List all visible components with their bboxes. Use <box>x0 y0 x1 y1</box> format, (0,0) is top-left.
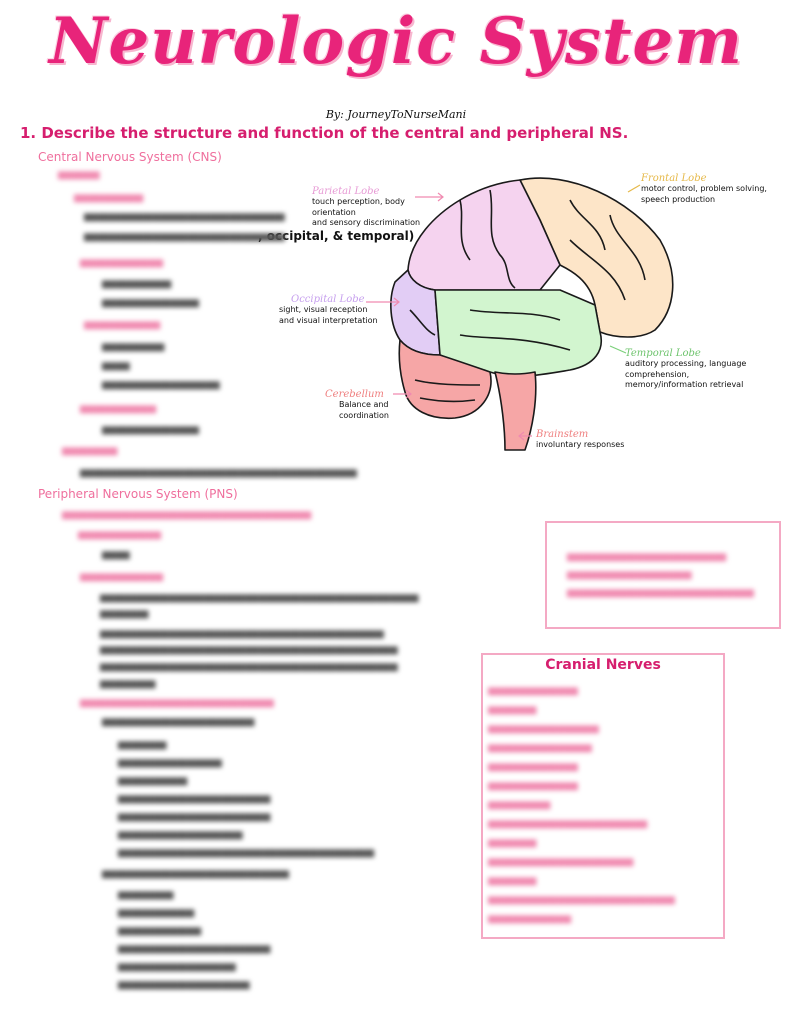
frontal-annotation: Frontal Lobe motor control, problem solv… <box>641 173 767 205</box>
visible-fragment: , occipital, & temporal) <box>258 229 415 243</box>
temporal-desc-1: auditory processing, language <box>625 359 747 368</box>
byline: By: JourneyToNurseMani <box>325 108 467 121</box>
temporal-annotation: Temporal Lobe auditory processing, langu… <box>625 348 746 391</box>
temporal-desc-3: memory/information retrieval <box>625 380 744 389</box>
cerebellum-label: Cerebellum <box>325 389 384 400</box>
frontal-desc-2: speech production <box>641 194 716 204</box>
parietal-desc-2: orientation <box>312 207 356 217</box>
frontal-label: Frontal Lobe <box>641 173 707 184</box>
occipital-label: Occipital Lobe <box>291 294 365 305</box>
pns-heading: Peripheral Nervous System (PNS) <box>38 487 238 501</box>
frontal-lobe-shape <box>519 177 674 338</box>
frontal-desc-1: motor control, problem solving, <box>641 184 767 193</box>
cns-heading: Central Nervous System (CNS) <box>38 150 222 164</box>
brainstem-label: Brainstem <box>536 429 589 440</box>
cranial-nerves-title: Cranial Nerves <box>545 657 661 673</box>
brainstem-shape <box>494 371 537 451</box>
cerebellum-desc-2: coordination <box>339 410 389 420</box>
occipital-desc-2: and visual interpretation <box>279 315 378 325</box>
page-title: Neurologic System <box>49 4 743 79</box>
cranial-nerves-box <box>481 653 725 939</box>
temporal-label: Temporal Lobe <box>625 348 701 359</box>
parietal-desc-1: touch perception, body <box>312 197 405 206</box>
parietal-annotation: Parietal Lobe touch perception, body ori… <box>312 186 420 229</box>
summary-box <box>545 521 781 629</box>
cerebellum-annotation: Cerebellum Balance and coordination <box>325 389 389 421</box>
brain-diagram <box>366 177 674 451</box>
brainstem-annotation: Brainstem involuntary responses <box>536 429 624 451</box>
parietal-desc-3: and sensory discrimination <box>312 218 421 227</box>
temporal-desc-2: comprehension, <box>625 369 690 379</box>
occipital-desc-1: sight, visual reception <box>279 305 368 314</box>
parietal-label: Parietal Lobe <box>312 186 380 197</box>
question-heading: 1. Describe the structure and function o… <box>20 124 629 142</box>
cerebellum-desc-1: Balance and <box>339 400 389 409</box>
brainstem-desc-1: involuntary responses <box>536 440 625 449</box>
occipital-annotation: Occipital Lobe sight, visual reception a… <box>279 294 378 326</box>
